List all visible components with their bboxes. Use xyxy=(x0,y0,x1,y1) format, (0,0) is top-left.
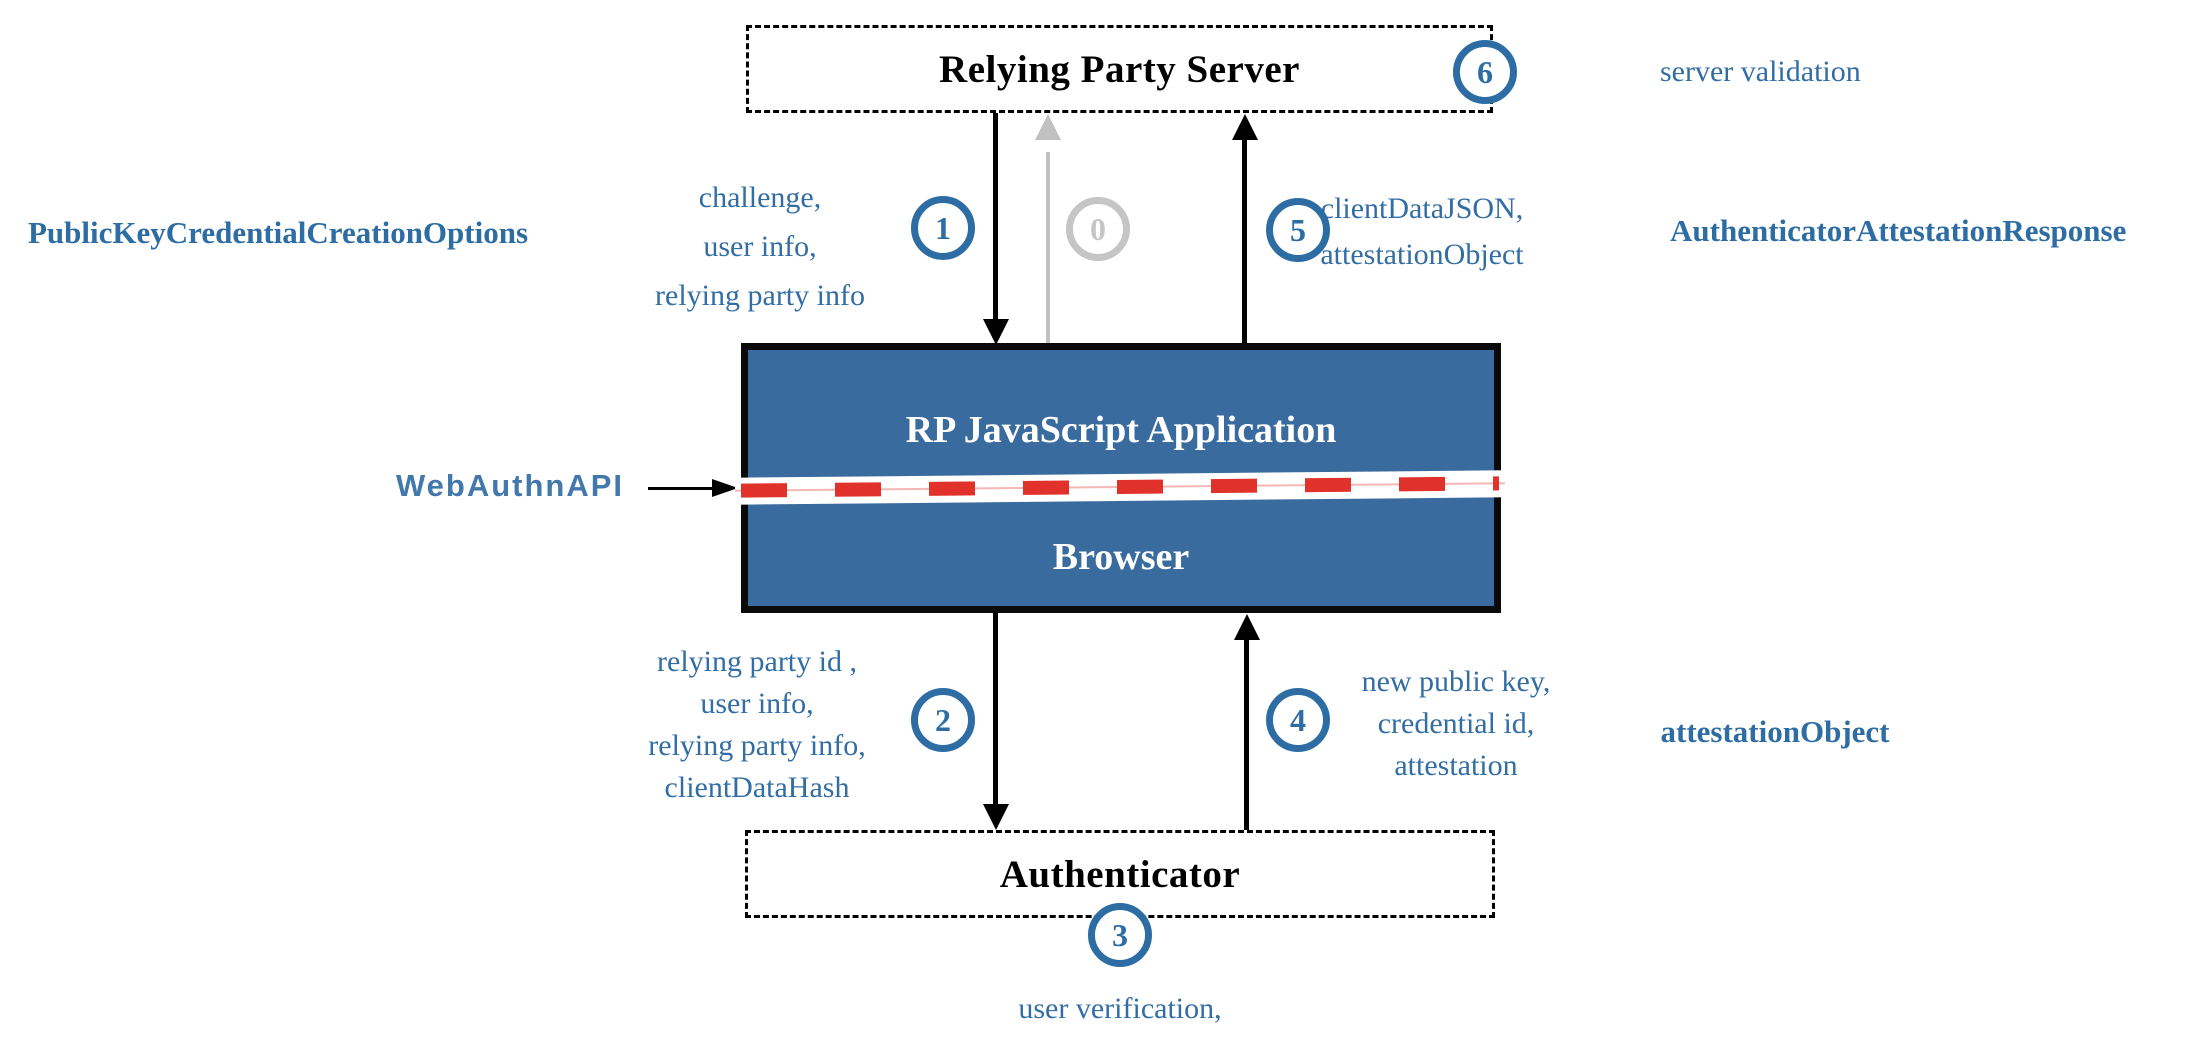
authenticator-title: Authenticator xyxy=(999,852,1241,896)
step-2-circle: 2 xyxy=(911,688,975,752)
arrow-2-line xyxy=(993,612,998,806)
flow-label-line: relying party info, xyxy=(648,729,866,762)
arrow-2-down-head xyxy=(983,804,1009,830)
flow-label-line: new public key, xyxy=(1361,665,1551,698)
step-3-label: user verification, xyxy=(1018,988,1221,1030)
step-1-number: 1 xyxy=(935,209,951,246)
flow-label-line: user info, xyxy=(700,687,814,720)
step-5-label: clientDataJSON, attestationObject xyxy=(1320,186,1523,278)
flow-label-line: relying party id , xyxy=(657,645,857,678)
arrow-1-down-head xyxy=(983,319,1009,345)
step-2-label: relying party id , user info, relying pa… xyxy=(648,641,865,809)
relying-party-server-title: Relying Party Server xyxy=(939,47,1300,91)
step-6-label: server validation xyxy=(1660,51,1861,93)
flow-label-line: relying party info xyxy=(655,278,865,312)
webauthn-arrow-right-head xyxy=(712,479,738,497)
arrow-5-up-head xyxy=(1232,114,1258,140)
step-3-circle: 3 xyxy=(1088,903,1152,967)
flow-label-line: attestationObject xyxy=(1320,238,1524,271)
attestation-object-label: attestationObject xyxy=(1660,714,1890,749)
step-4-circle: 4 xyxy=(1266,688,1330,752)
step-2-number: 2 xyxy=(935,701,951,738)
step-5-circle: 5 xyxy=(1266,198,1330,262)
step-3-number: 3 xyxy=(1112,916,1128,953)
arrow-1-line xyxy=(993,113,998,321)
arrow-0-line xyxy=(1046,152,1050,343)
arrow-4-line xyxy=(1244,640,1249,830)
rp-js-application-title: RP JavaScript Application xyxy=(905,409,1337,451)
flow-label-line: clientDataHash xyxy=(664,771,850,804)
step-4-label: new public key, credential id, attestati… xyxy=(1362,661,1551,787)
webauthn-api-label: WebAuthnAPI xyxy=(395,468,625,503)
webauthn-arrow-line xyxy=(648,487,716,490)
flow-label-line: challenge, xyxy=(698,180,822,214)
flow-label-line: user info, xyxy=(703,229,817,263)
arrow-4-up-head xyxy=(1234,614,1260,640)
relying-party-server-box: Relying Party Server xyxy=(746,25,1493,113)
step-1-circle: 1 xyxy=(911,196,975,260)
step-5-number: 5 xyxy=(1290,211,1306,248)
step-6-number: 6 xyxy=(1477,53,1493,90)
step-0-number: 0 xyxy=(1090,210,1106,247)
step-0-circle: 0 xyxy=(1066,197,1130,261)
arrow-5-line xyxy=(1242,140,1247,343)
flow-label-line: user verification, xyxy=(1018,992,1222,1025)
attestation-response-label: AuthenticatorAttestationResponse xyxy=(1670,213,2127,248)
browser-title: Browser xyxy=(1052,536,1190,578)
creation-options-label: PublicKeyCredentialCreationOptions xyxy=(28,215,529,250)
flow-label-line: credential id, xyxy=(1377,707,1535,740)
flow-label-line: server validation xyxy=(1660,55,1861,88)
red-dashed-line xyxy=(740,476,1500,498)
arrow-0-up-head xyxy=(1035,114,1061,140)
step-1-label: challenge, user info, relying party info xyxy=(655,173,865,320)
step-6-circle: 6 xyxy=(1453,40,1517,104)
flow-label-line: clientDataJSON, xyxy=(1320,192,1524,225)
step-4-number: 4 xyxy=(1290,701,1306,738)
flow-label-line: attestation xyxy=(1394,749,1518,782)
